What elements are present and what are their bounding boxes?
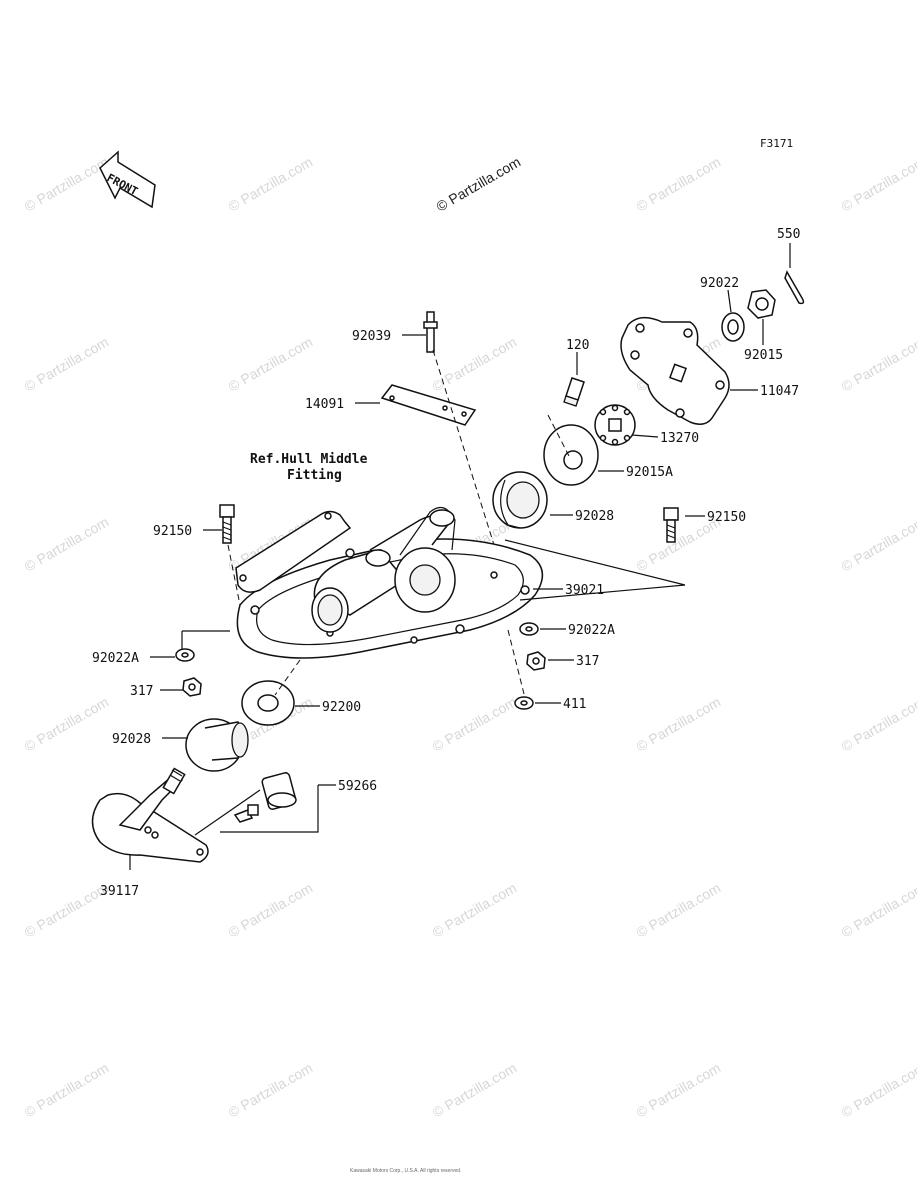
part-label-11047[interactable]: 11047 [760, 384, 799, 399]
nut-92015 [747, 289, 776, 319]
watermark: © Partzilla.com [22, 1060, 112, 1121]
part-label-92150-left[interactable]: 92150 [153, 524, 192, 539]
washer-hole [520, 700, 528, 706]
watermark: © Partzilla.com [22, 694, 112, 755]
hull-fitting-bracket [235, 510, 352, 593]
watermark: © Partzilla.com [226, 880, 316, 941]
part-label-92015[interactable]: 92015 [744, 348, 783, 363]
plate-13270 [594, 404, 636, 446]
washer-92200 [241, 680, 295, 726]
bracket-11047 [620, 316, 730, 425]
guide-line [227, 544, 241, 606]
part-label-92150-right[interactable]: 92150 [707, 510, 746, 525]
part-label-92022A-right[interactable]: 92022A [568, 623, 615, 638]
watermark: © Partzilla.com [634, 154, 724, 215]
watermark: © Partzilla.com [226, 1060, 316, 1121]
part-label-39021[interactable]: 39021 [565, 583, 604, 598]
part-label-411[interactable]: 411 [563, 697, 586, 712]
washer-92022 [721, 312, 745, 342]
watermark: © Partzilla.com [839, 880, 917, 941]
watermark: © Partzilla.com [22, 154, 112, 215]
watermark: © Partzilla.com [634, 1060, 724, 1121]
watermark: © Partzilla.com [22, 880, 112, 941]
leader-lines [129, 243, 791, 870]
guide-line [547, 414, 571, 459]
part-label-317-right[interactable]: 317 [576, 654, 599, 669]
watermark: © Partzilla.com [430, 694, 520, 755]
watermark: © Partzilla.com [839, 694, 917, 755]
part-label-550[interactable]: 550 [777, 227, 800, 242]
guide-line [432, 349, 506, 581]
watermark: © Partzilla.com [226, 154, 316, 215]
watermark: © Partzilla.com [22, 334, 112, 395]
watermark: © Partzilla.com [634, 694, 724, 755]
part-label-92200[interactable]: 92200 [322, 700, 361, 715]
part-label-92022[interactable]: 92022 [700, 276, 739, 291]
bolt-120 [563, 377, 585, 407]
guide-line [274, 659, 301, 696]
watermark: © Partzilla.com [839, 154, 917, 215]
part-label-59266[interactable]: 59266 [338, 779, 377, 794]
watermark: © Partzilla.com [839, 334, 917, 395]
part-label-92015A[interactable]: 92015A [626, 465, 673, 480]
front-arrow-icon: FRONT [99, 150, 156, 209]
nut-92015A [543, 424, 599, 486]
gasket-14091 [380, 384, 477, 426]
part-label-14091[interactable]: 14091 [305, 397, 344, 412]
guide-line [507, 629, 526, 699]
watermark: © Partzilla.com [430, 880, 520, 941]
bolt-92150-right [663, 507, 679, 543]
washer-hole [525, 626, 533, 632]
housing-39021 [236, 506, 544, 659]
reference-label-line1: Ref.Hull Middle [250, 452, 368, 467]
watermark: © Partzilla.com [226, 334, 316, 395]
kit-bracket [194, 785, 319, 836]
reference-label-line2: Fitting [287, 468, 342, 483]
part-label-92039[interactable]: 92039 [352, 329, 391, 344]
footer-copyright: Kawasaki Motors Corp., U.S.A. All rights… [350, 1168, 461, 1174]
nut-317-left [182, 677, 202, 697]
kit-59266-parts [233, 772, 297, 823]
bolt-92150-left [219, 504, 235, 544]
pin-92039 [423, 311, 438, 353]
nut-317-right [526, 651, 546, 671]
watermark-grid: © Partzilla.com © Partzilla.com © Partzi… [22, 154, 917, 1121]
part-label-92028-bottom[interactable]: 92028 [112, 732, 151, 747]
lever-39117 [91, 767, 209, 863]
washer-hole [181, 652, 189, 658]
bushing-92028-bottom [185, 718, 249, 772]
watermark: © Partzilla.com [634, 880, 724, 941]
part-label-92028-top[interactable]: 92028 [575, 509, 614, 524]
watermark: © Partzilla.com [430, 1060, 520, 1121]
watermark: © Partzilla.com [839, 514, 917, 575]
cotter-pin-550 [784, 270, 805, 305]
part-label-317-left[interactable]: 317 [130, 684, 153, 699]
part-label-39117[interactable]: 39117 [100, 884, 139, 899]
guide-line [504, 539, 686, 601]
figure-code: F3171 [760, 137, 793, 150]
watermark: © Partzilla.com [839, 1060, 917, 1121]
bushing-92028-top [492, 471, 548, 529]
part-label-92022A-left[interactable]: 92022A [92, 651, 139, 666]
watermark-main: © Partzilla.com [434, 154, 524, 215]
part-label-13270[interactable]: 13270 [660, 431, 699, 446]
watermark: © Partzilla.com [430, 334, 520, 395]
part-label-120[interactable]: 120 [566, 338, 589, 353]
watermark: © Partzilla.com [22, 514, 112, 575]
